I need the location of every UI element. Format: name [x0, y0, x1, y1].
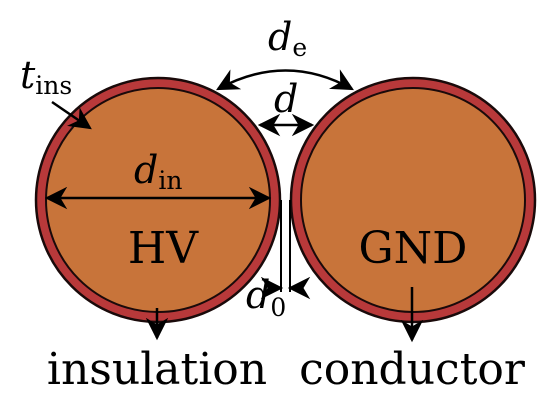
d-in-label: din	[134, 148, 182, 195]
t-ins-label: tins	[20, 53, 72, 100]
d-label: d	[274, 77, 298, 121]
t-ins-dimension-arrow	[51, 100, 92, 130]
d0-label: d0	[246, 273, 286, 322]
d-e-dimension-arc	[216, 69, 354, 91]
hv-label: HV	[128, 223, 199, 274]
d-e-label: de	[268, 15, 307, 62]
gnd-label: GND	[359, 223, 468, 274]
conductor-label: conductor	[299, 344, 526, 395]
gnd-conductor-core	[300, 87, 526, 313]
d0-gap-marker	[260, 200, 311, 300]
gnd-conductor	[289, 76, 537, 324]
insulation-label: insulation	[47, 344, 267, 395]
